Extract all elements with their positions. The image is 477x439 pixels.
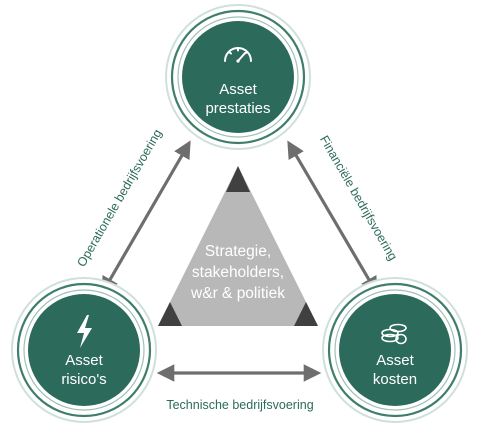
center-triangle: Strategie, stakeholders, w&r & politiek (158, 166, 318, 326)
node-label-line-2: kosten (373, 371, 417, 388)
center-label-line-3: w&r & politiek (190, 285, 285, 302)
center-label-line-2: stakeholders, (192, 264, 284, 281)
node-asset-kosten: Asset kosten (322, 277, 468, 423)
edge-label-right: Financiële bedrijfsvoering (317, 133, 400, 263)
arrow-right-edge (287, 140, 378, 295)
triangle-right-corner (294, 302, 318, 326)
node-label-line-1: Asset (219, 81, 257, 98)
node-disc (28, 294, 140, 406)
node-label-line-2: risico's (61, 371, 106, 388)
triangle-left-corner (158, 302, 182, 326)
speedometer-icon (224, 47, 252, 63)
edge-label-bottom: Technische bedrijfsvoering (166, 398, 313, 412)
node-asset-risicos: Asset risico's (11, 277, 157, 423)
node-disc (182, 21, 294, 133)
node-label-line-1: Asset (65, 352, 103, 369)
node-label-line-2: prestaties (205, 100, 270, 117)
center-triangle-body (158, 166, 318, 326)
triangle-top-corner (226, 166, 250, 192)
coins-icon (381, 323, 407, 345)
arrow-left-edge (101, 140, 191, 295)
center-label-line-1: Strategie, (205, 243, 271, 260)
node-asset-prestaties: Asset prestaties (165, 4, 311, 150)
node-label-line-1: Asset (376, 352, 414, 369)
lightning-icon (77, 315, 92, 348)
edge-label-left: Operationele bedrijfsvoering (74, 127, 164, 269)
node-disc (339, 294, 451, 406)
